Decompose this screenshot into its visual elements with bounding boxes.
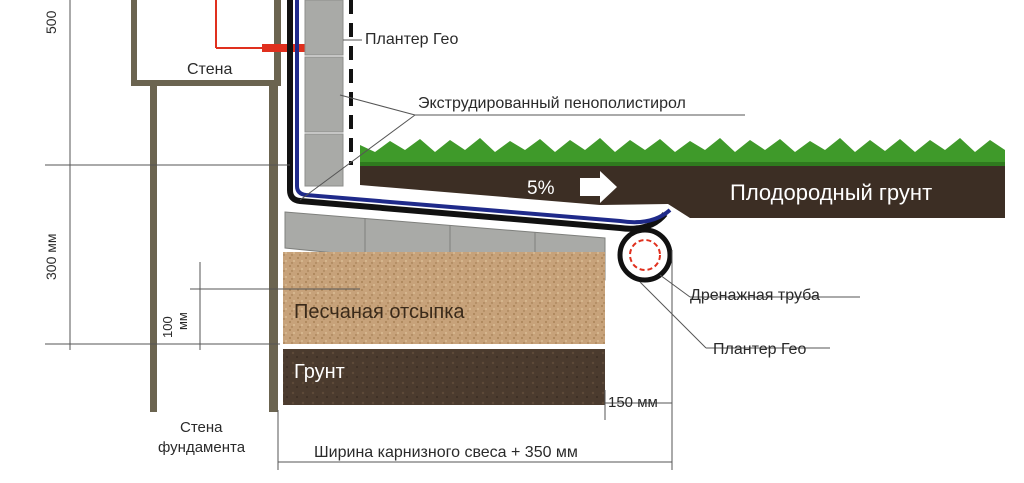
topsoil-label: Плодородный грунт — [730, 180, 932, 205]
dim-500-label: 500 — [43, 10, 59, 34]
dim-100-label-b: мм — [175, 312, 190, 330]
dim-100-label-a: 100 — [160, 316, 175, 338]
slope-label: 5% — [527, 178, 555, 199]
planter-top-label: Плантер Гео — [365, 31, 458, 48]
sand-label: Песчаная отсыпка — [294, 301, 465, 323]
dim-width-label: Ширина карнизного свеса + 350 мм — [314, 444, 578, 461]
xps-label: Экструдированный пенополистирол — [418, 95, 686, 112]
leader-lines — [299, 39, 860, 349]
dimension-lines — [45, 0, 673, 470]
dim-300-label: 300 мм — [43, 234, 59, 281]
wall-label: Стена — [187, 61, 232, 78]
foundation-wall-label-2: фундамента — [158, 439, 246, 456]
sand-layer — [283, 252, 605, 344]
planter-bottom-label: Плантер Гео — [713, 341, 806, 358]
dim-150-label: 150 мм — [608, 394, 658, 411]
ground-label: Грунт — [294, 361, 345, 383]
foundation-wall — [150, 86, 278, 412]
drainage-pipe — [617, 227, 673, 283]
slope-indicator — [580, 171, 617, 203]
ground-layer — [283, 349, 605, 405]
topsoil-layer — [360, 138, 1005, 218]
vertical-insulation — [304, 0, 353, 187]
drain-pipe-label: Дренажная труба — [690, 287, 820, 304]
foundation-wall-label-1: Стена — [180, 419, 223, 436]
